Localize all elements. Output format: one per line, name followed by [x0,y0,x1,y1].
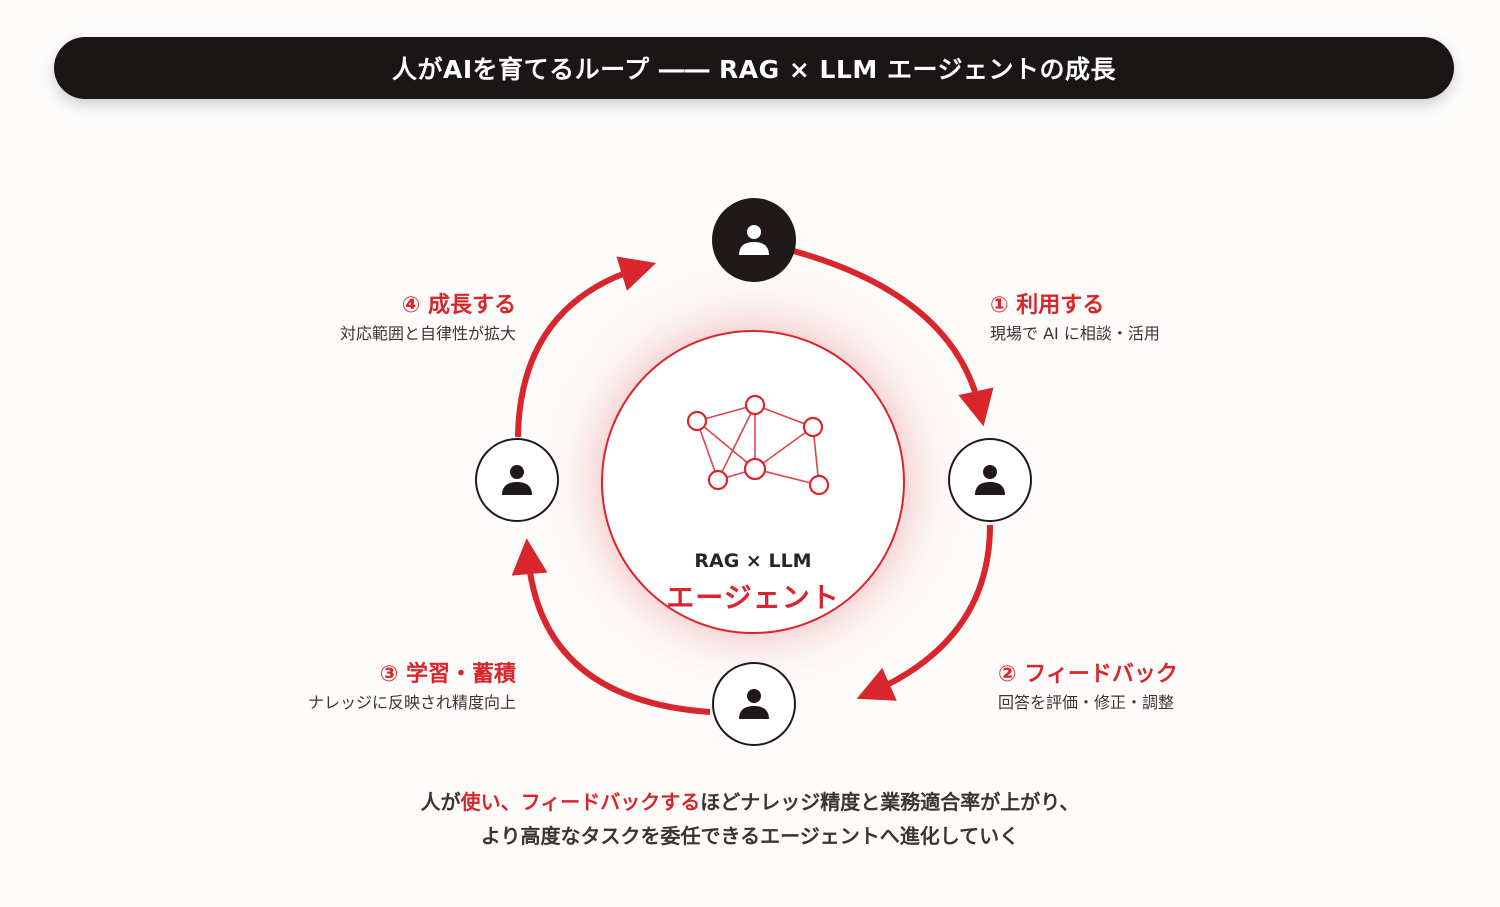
arrow-right-to-bottom [856,524,993,701]
title-bar: 人がAIを育てるループ ―― RAG × LLM エージェントの成長 [54,37,1454,99]
step-3-title: ③ 学習・蓄積 [379,662,516,687]
step-2-desc: 回答を評価・修正・調整 [998,693,1175,712]
step-4-desc: 対応範囲と自律性が拡大 [339,324,516,343]
arrow-bottom-to-left [511,538,711,715]
step-4-title: ④ 成長する [401,293,516,318]
person-icon [975,465,1005,495]
person-icon [739,225,769,255]
person-icon [739,689,769,719]
node-right [948,438,1032,522]
network-graph-icon [686,394,830,496]
person-icon [502,465,532,495]
footer-text-a: 人が [420,790,461,814]
step-1-desc: 現場で AI に相談・活用 [990,324,1160,343]
center-label-rag-llm: RAG × LLM [694,550,812,572]
agent-center-circle: RAG × LLM エージェント [601,330,905,634]
node-left [475,438,559,522]
arrow-left-to-top [515,256,657,438]
diagram-title: 人がAIを育てるループ ―― RAG × LLM エージェントの成長 [392,55,1116,84]
footer-line-2: より高度なタスクを委任できるエージェントへ進化していく [480,824,1020,848]
footer-text-c: ほどナレッジ精度と業務適合率が上がり、 [700,790,1080,814]
step-2-title: ② フィードバック [998,662,1178,687]
node-top [712,198,796,282]
footer-text-highlight: 使い、フィードバックする [460,790,701,814]
step-3-desc: ナレッジに反映され精度向上 [307,693,516,712]
node-bottom [712,662,796,746]
footer-line-1: 人が使い、フィードバックするほどナレッジ精度と業務適合率が上がり、 [0,786,1500,815]
arrow-top-to-right [789,247,994,427]
center-label-agent: エージェント [666,581,840,614]
step-1-title: ① 利用する [990,293,1105,318]
